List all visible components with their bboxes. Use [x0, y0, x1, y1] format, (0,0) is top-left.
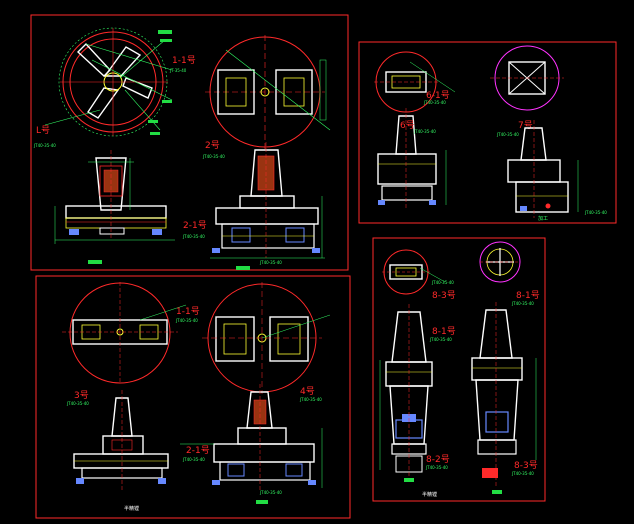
panel-a-frame	[30, 14, 349, 271]
view-8-3b-code: JT40-35-40	[511, 471, 534, 476]
view-2-1-code: JT40-35-40	[182, 234, 205, 239]
part-8-1-side-view	[379, 304, 433, 482]
chuck-top-view	[44, 27, 173, 137]
view-6-1-label: 6-1号	[426, 90, 450, 101]
view-8-3-code: JT40-35-40	[431, 280, 454, 285]
view-8-label: 8-1号	[516, 290, 540, 301]
part-8-side-view-right	[471, 302, 537, 494]
view-6-1-code: JT40-35-40	[423, 100, 446, 105]
view-c-1-1-code: JT40-35-40	[175, 318, 198, 323]
view-c-2-1-label: 2-1号	[186, 445, 210, 456]
panel-d-frame	[372, 237, 546, 502]
view-8-3b-label: 8-3号	[514, 460, 538, 471]
part-8-top-view-left	[382, 249, 446, 295]
fixture-top-view-a	[205, 35, 331, 150]
part-7-top-view	[490, 45, 564, 111]
part-6-side-view	[377, 108, 447, 210]
view-7-code: JT40-35-40	[496, 132, 519, 137]
drawing-panel-d[interactable]: JT40-35-40 8-3号 8-1号 JT40-35-40 8-2号 JT4…	[372, 237, 546, 502]
fixture-side-view-c1	[73, 390, 169, 490]
view-6-code: JT40-35-40	[413, 129, 436, 134]
panel-c-frame	[35, 275, 351, 519]
view-3-code: JT40-35-40	[66, 401, 89, 406]
view-2-code: JT40-35-40	[202, 154, 225, 159]
view-8-2-label: 8-2号	[426, 454, 450, 465]
panel-a-base-code: JT40-35-40	[259, 260, 282, 265]
view-1-1-label: 1-1号	[172, 55, 196, 66]
drawing-panel-b[interactable]: 6-1号 JT40-35-40 7号 JT40-35-40 6号 JT40-35…	[358, 41, 617, 224]
view-8-2-code: JT40-35-40	[425, 465, 448, 470]
panel-d-caption: 半精镗	[422, 491, 437, 498]
view-7-label: 7号	[518, 120, 533, 131]
view-4-label: 4号	[300, 386, 315, 397]
view-6-label: 6号	[400, 120, 415, 131]
panel-c-base-code: JT40-35-40	[259, 490, 282, 495]
panel-b-caption: 加工	[538, 215, 548, 222]
panel-c-caption: 半精镗	[124, 505, 139, 512]
view-8-3-label: 8-3号	[432, 290, 456, 301]
view-2-label: 2号	[205, 140, 220, 151]
view-4-code: JT40-35-40	[299, 397, 322, 402]
panel-b-frame	[358, 41, 617, 224]
fixture-side-view-a1	[54, 150, 175, 264]
view-3-label: 3号	[74, 390, 89, 401]
view-L-code: JT40-35-40	[33, 143, 56, 148]
view-1-1-code: JT-35-40	[169, 68, 187, 73]
view-8-code: JT40-35-40	[511, 301, 534, 306]
view-c-2-1-code: JT40-35-40	[182, 457, 205, 462]
view-2-1-label: 2-1号	[183, 220, 207, 231]
view-8-1-label: 8-1号	[432, 326, 456, 337]
part-8-top-view-right	[479, 241, 521, 283]
fixture-side-view-c2	[180, 384, 323, 504]
part-7-side-view	[507, 120, 579, 218]
view-c-1-1-label: 1-1号	[176, 306, 200, 317]
drawing-panel-a[interactable]: 1-1号 JT-35-40 L号 JT40-35-40 2号 JT40-35-4…	[30, 14, 349, 271]
view-L-label: L号	[36, 125, 50, 136]
view-7-base-code: JT40-35-40	[584, 210, 607, 215]
drawing-panel-c[interactable]: 1-1号 JT40-35-40 3号 JT40-35-40 半精镗	[35, 275, 351, 519]
fixture-side-view-a2	[210, 142, 325, 270]
fixture-top-view-c1	[62, 282, 187, 384]
view-8-1-code: JT40-35-40	[429, 337, 452, 342]
